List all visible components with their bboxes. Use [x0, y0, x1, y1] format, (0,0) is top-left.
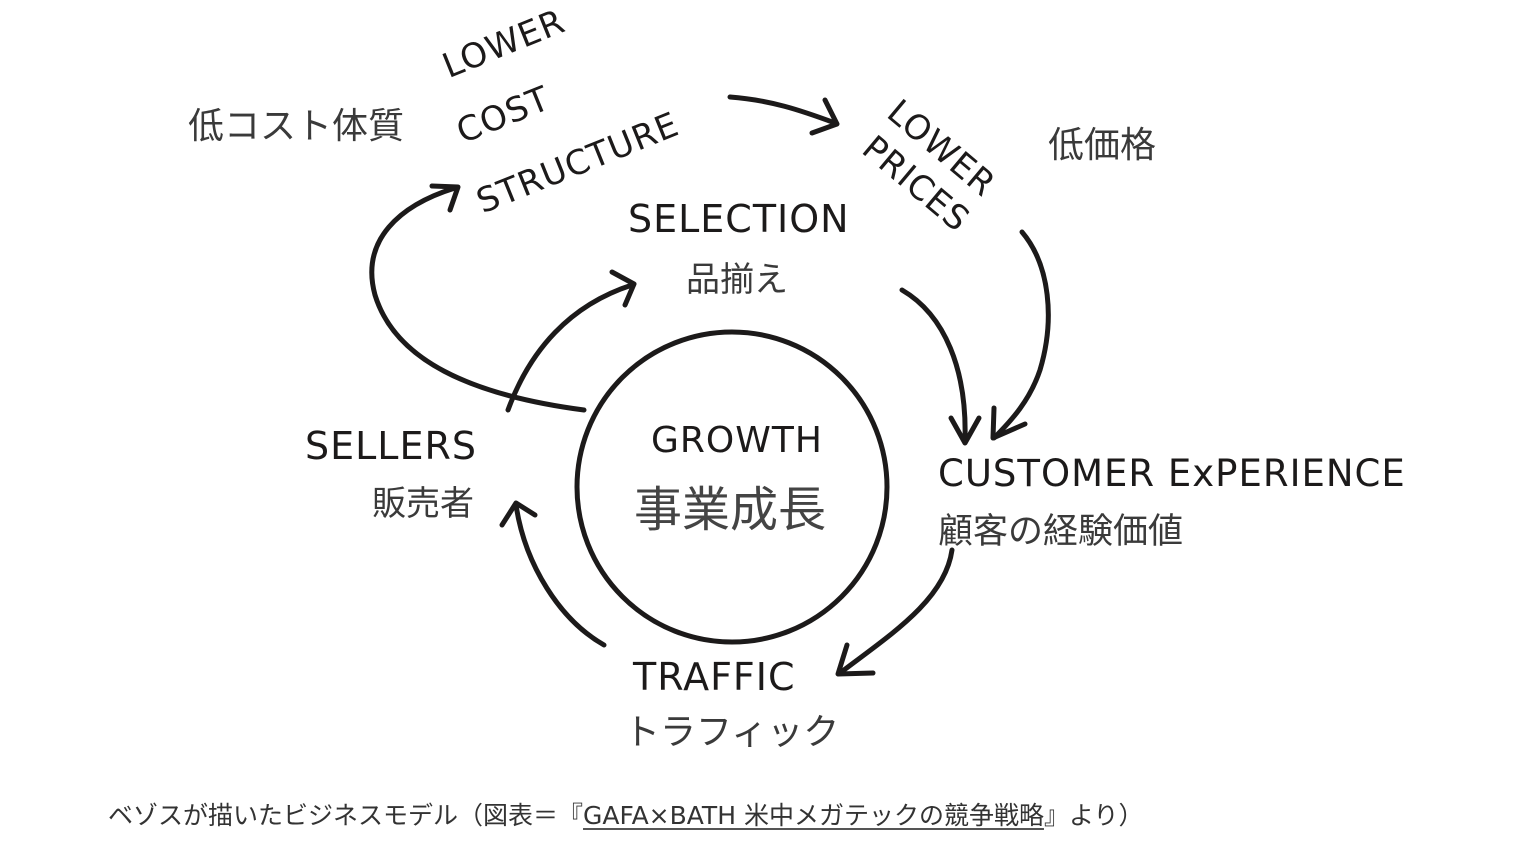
traffic-label-en: TRAFFIC [633, 655, 796, 699]
arrowhead-cx-2 [990, 405, 1028, 441]
lower-prices-label-jp: 低価格 [1048, 125, 1157, 166]
arrowhead-sellers [499, 500, 538, 528]
sellers-label-jp: 販売者 [372, 484, 474, 524]
arrowhead-selection [609, 269, 637, 308]
arrowhead-cx-1 [948, 415, 982, 446]
growth-circle [574, 329, 890, 645]
caption-book-title[interactable]: GAFA×BATH 米中メガテックの競争戦略 [583, 801, 1044, 830]
arrowhead-lower-cost [429, 183, 461, 213]
sellers-label-en: SELLERS [305, 424, 478, 468]
lower-cost-structure-label-jp: 低コスト体質 [188, 106, 405, 147]
arrow-traffic-to-sellers [513, 502, 607, 648]
customer-experience-label-en: CUSTOMER ExPERIENCE [938, 452, 1406, 495]
growth-label-en: GROWTH [651, 420, 823, 461]
caption-prefix: ベゾスが描いたビジネスモデル（図表＝『 [108, 801, 584, 830]
arrow-customer-experience-to-traffic [837, 547, 955, 676]
arrow-lower-cost-to-lower-prices [727, 94, 838, 126]
selection-label-jp: 品揃え [686, 260, 788, 300]
customer-experience-label-jp: 顧客の経験価値 [938, 512, 1184, 552]
arrowhead-lower-prices [809, 97, 840, 136]
growth-label-jp: 事業成長 [634, 482, 827, 538]
arrow-lower-prices-to-customer-experience [991, 229, 1051, 441]
arrow-sellers-to-selection [505, 282, 635, 413]
traffic-label-jp: トラフィック [624, 712, 840, 753]
arrowhead-traffic [835, 642, 876, 677]
arrow-selection-to-customer-experience [899, 287, 968, 443]
figure-caption: ベゾスが描いたビジネスモデル（図表＝『GAFA×BATH 米中メガテックの競争戦… [108, 796, 1143, 832]
selection-label-en: SELECTION [628, 197, 850, 241]
caption-suffix: 』より） [1043, 801, 1144, 830]
arrow-growth-to-lower-cost [369, 185, 587, 413]
